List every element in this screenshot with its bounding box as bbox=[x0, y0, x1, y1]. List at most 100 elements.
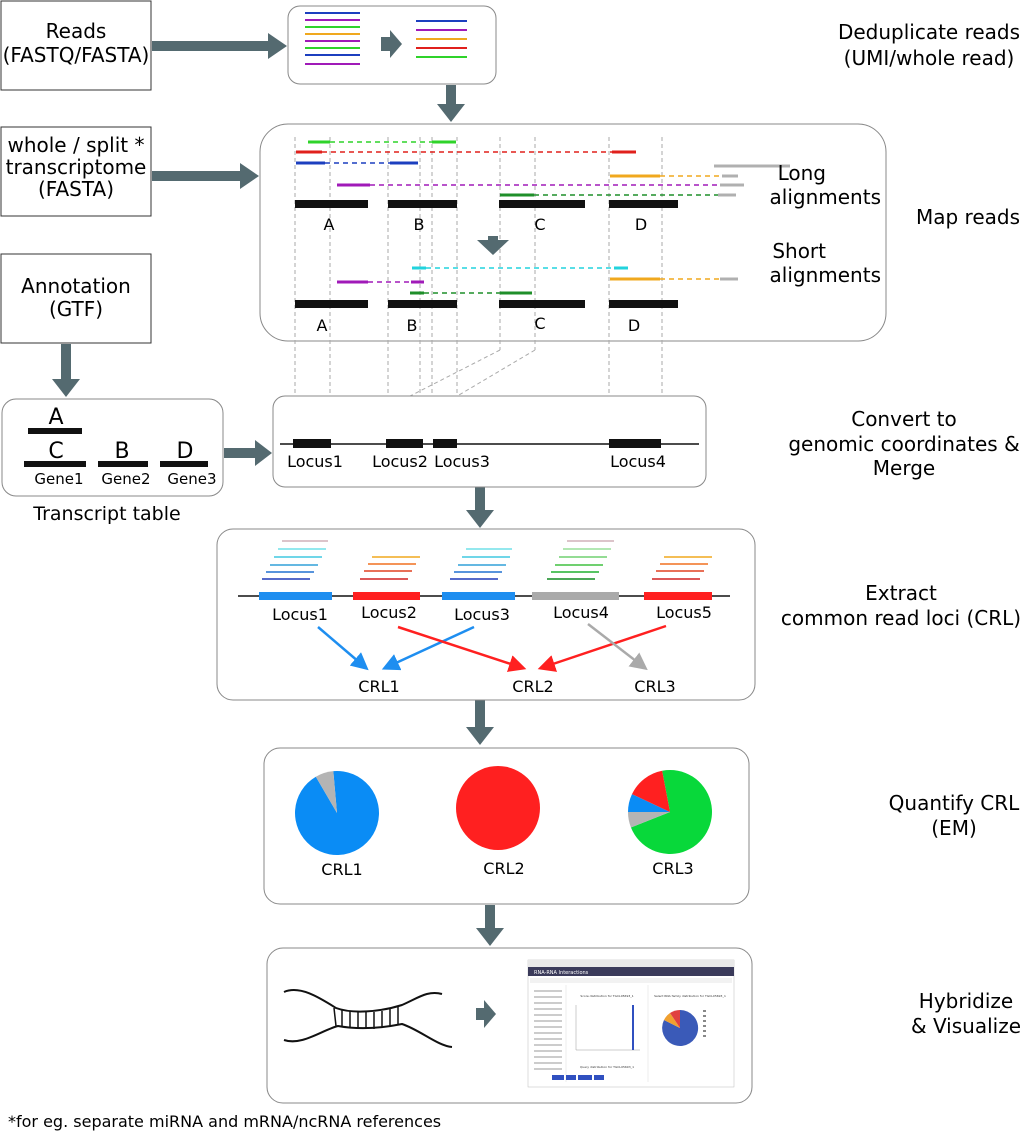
annotation-format-label: (GTF) bbox=[49, 297, 103, 321]
rna-duplex-icon bbox=[283, 989, 453, 1048]
crl-locus3-feature bbox=[442, 592, 515, 600]
crl2-label: CRL2 bbox=[512, 677, 553, 696]
arrow-convert-to-extract bbox=[466, 487, 494, 528]
dedup-reads-lines bbox=[416, 20, 467, 58]
gene1-label: Gene1 bbox=[34, 470, 83, 488]
short-feature-a-label: A bbox=[317, 316, 328, 335]
quantify-step-label-2: (EM) bbox=[931, 816, 977, 840]
transcriptome-input-box: whole / split * transcriptome (FASTA) bbox=[0, 126, 152, 217]
convert-locus2-label: Locus2 bbox=[372, 452, 428, 471]
long-alignments-label-2: alignments bbox=[770, 185, 881, 209]
locus4-feature bbox=[609, 439, 661, 448]
pie-crl1-label: CRL1 bbox=[321, 860, 362, 879]
convert-step-label-2: genomic coordinates & bbox=[788, 432, 1019, 456]
pie-slice-crl2 bbox=[456, 766, 540, 850]
arrow-dedup-to-map bbox=[437, 85, 465, 122]
convert-step-label-3: Merge bbox=[873, 456, 935, 480]
screenshot-legend bbox=[703, 1010, 706, 1037]
crl-locus4-feature bbox=[532, 592, 619, 600]
arrow-reads-to-dedup bbox=[152, 33, 287, 59]
crl-locus2-label: Locus2 bbox=[361, 603, 417, 622]
locus1-feature bbox=[293, 439, 331, 448]
annotation-label: Annotation bbox=[21, 274, 131, 298]
short-alignments-label-1: Short bbox=[772, 239, 826, 263]
locus1-read-stack bbox=[262, 540, 328, 580]
locus2-feature bbox=[386, 439, 423, 448]
table-feature-c bbox=[24, 461, 86, 467]
map-step-label: Map reads bbox=[916, 205, 1020, 229]
dedup-step-label: Deduplicate reads bbox=[838, 20, 1020, 44]
crl-locus5-feature bbox=[644, 592, 712, 600]
table-transcript-d: D bbox=[177, 439, 194, 464]
extract-step-label-1: Extract bbox=[865, 581, 937, 605]
convert-box: Locus1 Locus2 Locus3 Locus4 bbox=[272, 395, 707, 488]
flow-arrows bbox=[52, 33, 504, 946]
long-feature-d-label: D bbox=[635, 215, 647, 234]
annotation-input-box: Annotation (GTF) bbox=[0, 253, 152, 344]
arrow-transcriptome-to-map bbox=[152, 163, 259, 189]
dedup-box bbox=[287, 5, 497, 85]
screenshot-right-plot-title: Select RNA family distribution for TGCL0… bbox=[654, 994, 726, 998]
short-feature-c-label: C bbox=[534, 314, 545, 333]
locus2-read-stack bbox=[360, 556, 420, 580]
short-alignments bbox=[337, 266, 738, 295]
convert-locus3-label: Locus3 bbox=[434, 452, 490, 471]
crl-locus5-label: Locus5 bbox=[656, 603, 712, 622]
locus3-read-stack bbox=[450, 548, 512, 580]
screenshot-bar bbox=[632, 1005, 634, 1050]
screenshot-title: RNA-RNA Interactions bbox=[534, 970, 589, 976]
extract-step-label-2: common read loci (CRL) bbox=[781, 606, 1020, 630]
short-alignments-label-2: alignments bbox=[770, 263, 881, 287]
pie-slice-crl3-1 bbox=[628, 812, 670, 828]
pie-slice-crl3-2 bbox=[628, 794, 670, 812]
dedup-arrow-icon bbox=[381, 30, 402, 58]
hybridize-arrow-icon bbox=[476, 1000, 496, 1028]
table-feature-a bbox=[28, 428, 82, 434]
convert-step-label-1: Convert to bbox=[851, 407, 957, 431]
pie-slice-crl3-3 bbox=[631, 770, 670, 812]
short-feature-d-label: D bbox=[628, 316, 640, 335]
map-down-arrow-icon bbox=[477, 236, 509, 255]
screenshot-left-plot-title: Score distribution for TGCL05693_1 bbox=[580, 994, 633, 998]
quantify-step-label-1: Quantify CRL bbox=[889, 791, 1020, 815]
footnote: *for eg. separate miRNA and mRNA/ncRNA r… bbox=[8, 1112, 441, 1131]
pie-slice-crl3-0 bbox=[630, 770, 713, 855]
arrow-annotation-to-table bbox=[52, 344, 80, 397]
convert-locus1-label: Locus1 bbox=[287, 452, 343, 471]
crl-pie-charts bbox=[295, 766, 713, 856]
crl-assignment-arrows bbox=[317, 623, 667, 672]
screenshot-left-plot-bottom: Query distribution for TGCL05693_1 bbox=[580, 1065, 634, 1069]
reads-input-box: Reads (FASTQ/FASTA) bbox=[0, 0, 152, 91]
reads-label: Reads bbox=[46, 19, 107, 43]
guide-lines bbox=[294, 137, 663, 438]
transcriptome-label-2: transcriptome bbox=[6, 155, 147, 179]
transcript-table-box: A C B D Gene1 Gene2 Gene3 bbox=[1, 398, 224, 497]
crl1-label: CRL1 bbox=[358, 677, 399, 696]
long-alignments-label-1: Long bbox=[778, 161, 826, 185]
short-transcript-features bbox=[295, 300, 678, 308]
pie-crl3-label: CRL3 bbox=[652, 859, 693, 878]
table-transcript-c: C bbox=[48, 439, 63, 464]
locus5-read-stack bbox=[652, 556, 712, 580]
crl-locus1-feature bbox=[259, 592, 332, 600]
arrow-table-to-convert bbox=[224, 440, 272, 466]
transcriptome-label-1: whole / split * bbox=[7, 133, 144, 157]
crl3-label: CRL3 bbox=[634, 677, 675, 696]
map-reads-box: A B C D Long alignments Short alignments bbox=[259, 123, 887, 438]
gene2-label: Gene2 bbox=[101, 470, 150, 488]
screenshot-buttons bbox=[552, 1075, 604, 1080]
convert-locus4-label: Locus4 bbox=[610, 452, 666, 471]
table-transcript-a: A bbox=[48, 405, 63, 430]
screenshot-sidebar-list bbox=[534, 990, 562, 1070]
extract-crl-box: Locus1 Locus2 Locus3 Locus4 Locus5 CRL1 … bbox=[216, 528, 756, 701]
pie-slice-crl1-1 bbox=[315, 771, 337, 813]
hybridize-box: RNA-RNA Interactions Score distribution … bbox=[266, 947, 753, 1104]
arrow-extract-to-quantify bbox=[466, 700, 494, 745]
screenshot-mini-pie bbox=[662, 1009, 699, 1046]
arrow-quantify-to-hybridize bbox=[476, 905, 504, 946]
quantify-box: CRL1 CRL2 CRL3 bbox=[263, 747, 750, 905]
long-feature-c-label: C bbox=[534, 215, 545, 234]
crl-locus1-label: Locus1 bbox=[272, 605, 328, 624]
dedup-step-sublabel: (UMI/whole read) bbox=[844, 46, 1015, 70]
reads-format-label: (FASTQ/FASTA) bbox=[3, 43, 150, 67]
